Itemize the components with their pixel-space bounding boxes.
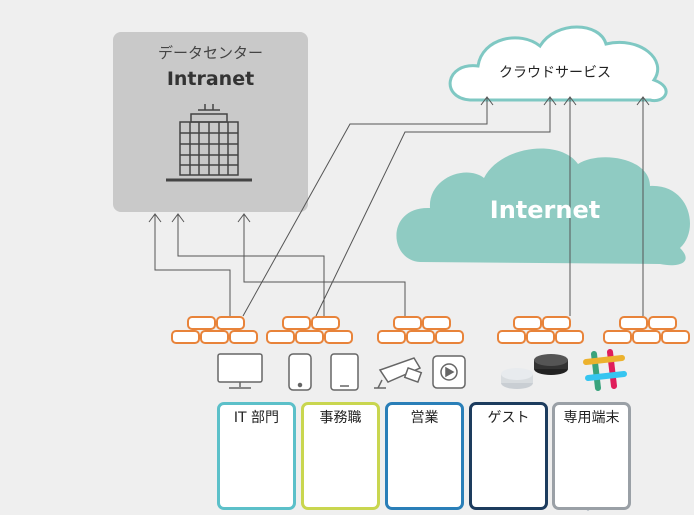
building-icon <box>166 104 252 182</box>
category-it-department: IT 部門 <box>217 402 296 510</box>
monitor-icon <box>217 353 263 389</box>
category-sales: 営業 <box>385 402 464 510</box>
category-label: ゲスト <box>487 410 530 426</box>
datacenter-title: データセンター <box>157 44 263 62</box>
internet-label: Internet <box>489 196 601 224</box>
category-label: 営業 <box>410 410 439 426</box>
category-guest: ゲスト <box>469 402 548 510</box>
category-office-worker: 事務職 <box>301 402 380 510</box>
category-label: IT 部門 <box>233 410 280 426</box>
slack-icon <box>583 349 627 391</box>
firewall-2 <box>266 316 353 344</box>
camera-icon <box>374 357 423 389</box>
category-label: 事務職 <box>319 410 362 426</box>
firewall-4 <box>497 316 584 344</box>
firewall-3 <box>377 316 464 344</box>
connection-lines <box>154 98 644 317</box>
category-dedicated-terminal: 専用端末 <box>552 402 631 510</box>
cloud-service-label: クラウドサービス <box>499 65 611 81</box>
smart-speaker-icon <box>501 354 568 389</box>
internet-cloud-shape <box>396 148 690 266</box>
firewall-1 <box>171 316 258 344</box>
phone-icon <box>288 353 312 391</box>
firewall-5 <box>603 316 690 344</box>
media-player-icon <box>432 355 466 389</box>
category-label: 専用端末 <box>563 410 620 426</box>
tablet-icon <box>330 353 359 391</box>
arrowheads <box>148 96 650 223</box>
datacenter-subtitle: Intranet <box>166 68 255 90</box>
cloud-service-shape <box>448 25 668 103</box>
